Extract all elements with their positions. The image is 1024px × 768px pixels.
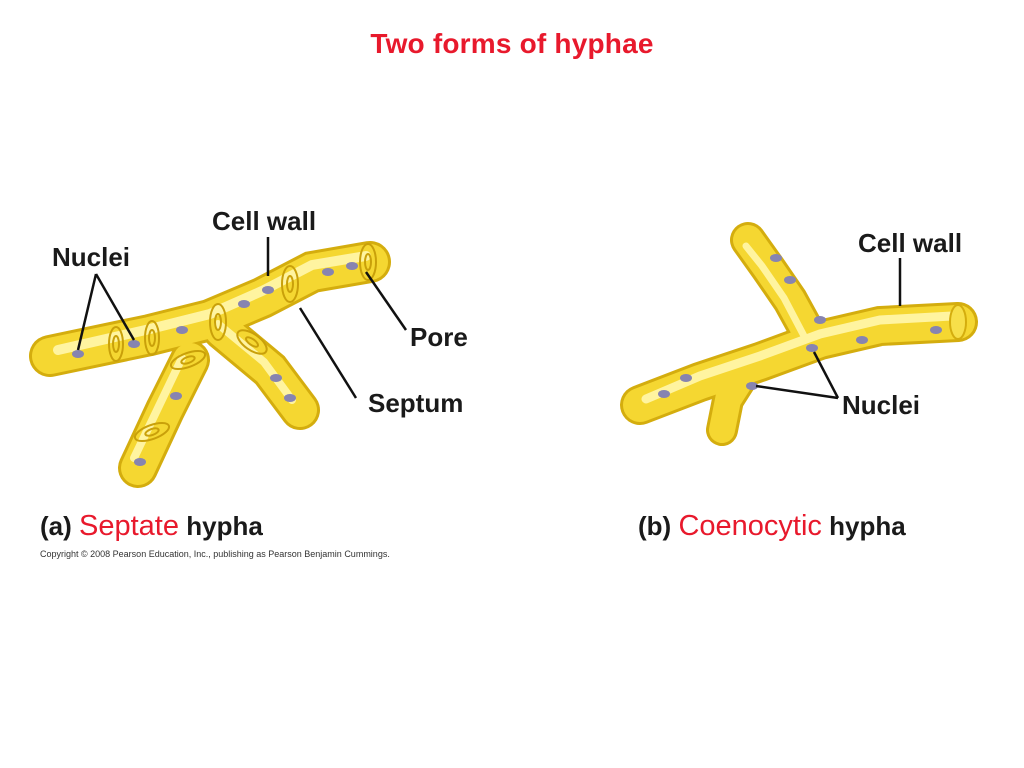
label-pore: Pore (410, 322, 468, 352)
caption-septate-prefix: (a) (40, 511, 72, 541)
caption-septate-suffix: hypha (186, 511, 263, 541)
label-nuclei-a: Nuclei (52, 242, 131, 272)
page-title: Two forms of hyphae (370, 28, 654, 59)
caption-coenocytic-prefix: (b) (638, 511, 672, 541)
septum-rings (108, 243, 377, 443)
caption-coenocytic-suffix: hypha (829, 511, 906, 541)
caption-coenocytic: (b) Coenocytic hypha (638, 510, 906, 543)
coenocytic-nuclei (658, 254, 942, 398)
caption-septate-emphasis: Septate (79, 510, 179, 542)
label-septum: Septum (368, 388, 464, 418)
copyright-notice: Copyright © 2008 Pearson Education, Inc.… (40, 549, 390, 559)
caption-septate: (a) Septate hypha (40, 510, 263, 543)
septate-leader-lines (76, 237, 408, 399)
caption-coenocytic-emphasis: Coenocytic (678, 510, 822, 542)
septate-nuclei (72, 262, 358, 466)
coenocytic-hypha (620, 222, 978, 446)
label-cell-wall-b: Cell wall (858, 228, 963, 258)
septate-hypha (29, 241, 391, 488)
coenocytic-leader-lines (755, 258, 902, 400)
label-nuclei-b: Nuclei (842, 390, 921, 420)
label-cell-wall-a: Cell wall (212, 206, 317, 236)
